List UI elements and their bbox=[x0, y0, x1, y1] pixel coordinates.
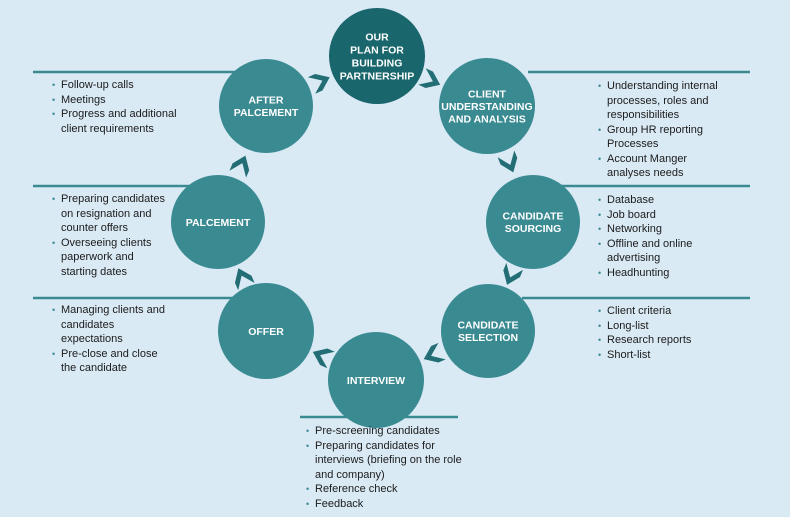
list-item: Database bbox=[598, 193, 723, 208]
node-label: CANDIDATE bbox=[457, 320, 518, 332]
list-item: Meetings bbox=[52, 93, 202, 108]
node-label: UNDERSTANDING bbox=[441, 101, 532, 113]
list-item: Group HR reporting Processes bbox=[598, 123, 733, 152]
cycle-arrows bbox=[229, 68, 524, 369]
chevron-arrow-icon bbox=[312, 348, 335, 369]
node-label: SELECTION bbox=[458, 332, 518, 344]
center-circle bbox=[329, 8, 425, 104]
node-label: BUILDING bbox=[352, 57, 403, 69]
node-circle bbox=[441, 284, 535, 378]
list-item: Managing clients and candidates expectat… bbox=[52, 303, 170, 347]
list-item: Overseeing clients paperwork and startin… bbox=[52, 236, 170, 280]
node-label: OUR bbox=[365, 31, 389, 43]
palcement-list: Preparing candidates on resignation and … bbox=[52, 192, 170, 279]
cycle-arrow bbox=[418, 68, 441, 88]
chevron-arrow-icon bbox=[418, 68, 441, 88]
chevron-arrow-icon bbox=[423, 342, 446, 363]
node-label: PARTNERSHIP bbox=[340, 70, 414, 82]
cycle-arrow bbox=[234, 268, 255, 291]
cycle-arrow bbox=[229, 155, 250, 178]
cycle-arrow bbox=[497, 150, 518, 173]
connector-lines bbox=[33, 70, 750, 419]
candidate-sourcing-list: DatabaseJob boardNetworkingOffline and o… bbox=[598, 193, 723, 280]
node-circle bbox=[486, 175, 580, 269]
cycle-arrow bbox=[503, 262, 524, 285]
cycle-arrow bbox=[312, 348, 335, 369]
node-label: PALCEMENT bbox=[234, 107, 299, 119]
node-circle bbox=[218, 283, 314, 379]
list-item: Account Manger analyses needs bbox=[598, 152, 733, 181]
cycle-arrow bbox=[307, 74, 330, 94]
node-label: OFFER bbox=[248, 326, 284, 338]
node-interview: INTERVIEW bbox=[328, 332, 424, 428]
node-label: INTERVIEW bbox=[347, 375, 405, 387]
list-item: Progress and additional client requireme… bbox=[52, 107, 202, 136]
node-circle bbox=[439, 58, 535, 154]
node-label: CANDIDATE bbox=[502, 211, 563, 223]
cycle-arrow bbox=[423, 342, 446, 363]
client-understanding-list: Understanding internal processes, roles … bbox=[598, 79, 733, 181]
chevron-arrow-icon bbox=[307, 74, 330, 94]
list-item: Offline and online advertising bbox=[598, 237, 723, 266]
list-item: Preparing candidates for interviews (bri… bbox=[306, 439, 471, 483]
list-item: Reference check bbox=[306, 482, 471, 497]
node-label: PALCEMENT bbox=[186, 217, 251, 229]
chevron-arrow-icon bbox=[229, 155, 250, 178]
list-item: Follow-up calls bbox=[52, 78, 202, 93]
list-item: Long-list bbox=[598, 319, 723, 334]
candidate-selection-list: Client criteriaLong-listResearch reports… bbox=[598, 304, 723, 362]
chevron-arrow-icon bbox=[234, 268, 255, 291]
offer-list: Managing clients and candidates expectat… bbox=[52, 303, 170, 376]
list-item: Feedback bbox=[306, 497, 471, 512]
node-circle bbox=[219, 59, 313, 153]
node-label: SOURCING bbox=[505, 223, 562, 235]
list-item: Short-list bbox=[598, 348, 723, 363]
list-item: Preparing candidates on resignation and … bbox=[52, 192, 170, 236]
node-palcement: PALCEMENT bbox=[171, 175, 265, 269]
chevron-arrow-icon bbox=[503, 262, 524, 285]
node-offer: OFFER bbox=[218, 283, 314, 379]
list-item: Research reports bbox=[598, 333, 723, 348]
list-item: Headhunting bbox=[598, 266, 723, 281]
chevron-arrow-icon bbox=[497, 150, 518, 173]
node-circle bbox=[171, 175, 265, 269]
list-item: Pre-screening candidates bbox=[306, 424, 471, 439]
node-label: AFTER bbox=[249, 95, 284, 107]
node-label: PLAN FOR bbox=[350, 44, 404, 56]
node-label: AND ANALYSIS bbox=[448, 113, 525, 125]
list-item: Client criteria bbox=[598, 304, 723, 319]
interview-list: Pre-screening candidatesPreparing candid… bbox=[306, 424, 471, 511]
after-palcement-list: Follow-up callsMeetingsProgress and addi… bbox=[52, 78, 202, 136]
list-item: Networking bbox=[598, 222, 723, 237]
node-label: CLIENT bbox=[468, 88, 507, 100]
list-item: Understanding internal processes, roles … bbox=[598, 79, 733, 123]
list-item: Job board bbox=[598, 208, 723, 223]
node-circle bbox=[328, 332, 424, 428]
list-item: Pre-close and close the candidate bbox=[52, 347, 170, 376]
